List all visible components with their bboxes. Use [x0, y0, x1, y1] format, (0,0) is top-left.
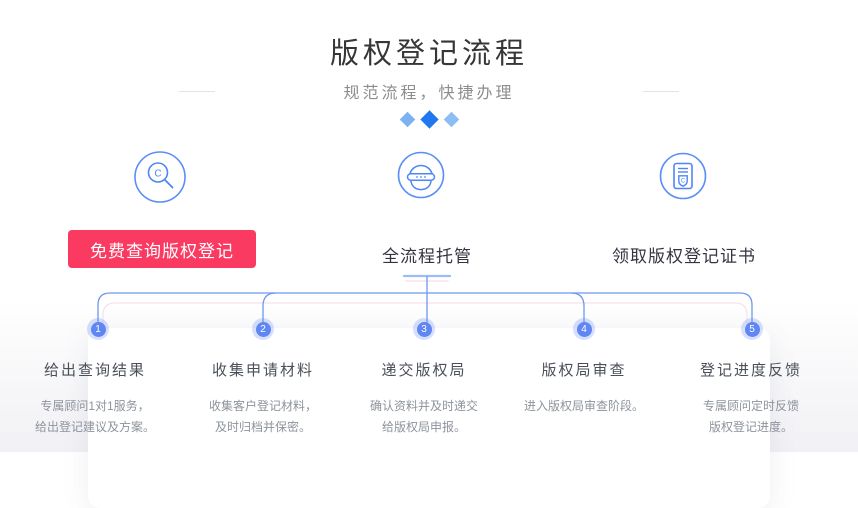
- agent-headset-icon: [397, 151, 445, 199]
- step-dot-4: 4: [573, 318, 595, 340]
- step-dot-5: 5: [741, 318, 763, 340]
- step-dot-2: 2: [252, 318, 274, 340]
- flow-connector-lines: [97, 274, 753, 334]
- step-title-4: 版权局审查: [541, 362, 627, 379]
- page-title: 版权登记流程: [329, 38, 528, 70]
- diamond-icon: [419, 109, 439, 129]
- diamond-icon: [399, 111, 415, 127]
- step-dot-1: 1: [87, 318, 109, 340]
- subtitle-decoration-line-left: [179, 90, 216, 92]
- svg-text:C: C: [681, 179, 686, 185]
- step-title-1: 给出查询结果: [43, 362, 146, 379]
- step-title-2: 收集申请材料: [211, 362, 314, 379]
- step-dot-3: 3: [413, 318, 435, 340]
- step-title-5: 登记进度反馈: [699, 362, 802, 379]
- copyright-process-section: 版权登记流程 规范流程，快捷办理 C C 免费查询版权登记 全流程托管 领取版权…: [0, 38, 858, 452]
- svg-text:C: C: [154, 169, 161, 180]
- service-label-full-process: 全流程托管: [382, 247, 472, 266]
- step-desc-1: 专属顾问1对1服务， 给出登记建议及方案。: [34, 399, 155, 434]
- free-query-button[interactable]: 免费查询版权登记: [68, 230, 256, 268]
- diamond-divider: [0, 109, 858, 129]
- step-desc-3: 确认资料并及时递交 给版权局申报。: [369, 399, 478, 434]
- subtitle-decoration-line-right: [642, 90, 679, 92]
- step-desc-2: 收集客户登记材料， 及时归档并保密。: [208, 399, 317, 434]
- step-desc-4: 进入版权局审查阶段。: [523, 399, 644, 413]
- step-title-3: 递交版权局: [381, 362, 467, 379]
- diamond-icon: [443, 111, 459, 127]
- copyright-search-icon: C: [134, 151, 186, 203]
- page-subtitle: 规范流程，快捷办理: [343, 85, 515, 102]
- certificate-icon: C: [659, 152, 707, 200]
- service-label-certificate: 领取版权登记证书: [612, 247, 756, 266]
- subtitle-row: 规范流程，快捷办理: [0, 80, 858, 102]
- step-desc-5: 专属顾问定时反馈 版权登记进度。: [702, 399, 799, 434]
